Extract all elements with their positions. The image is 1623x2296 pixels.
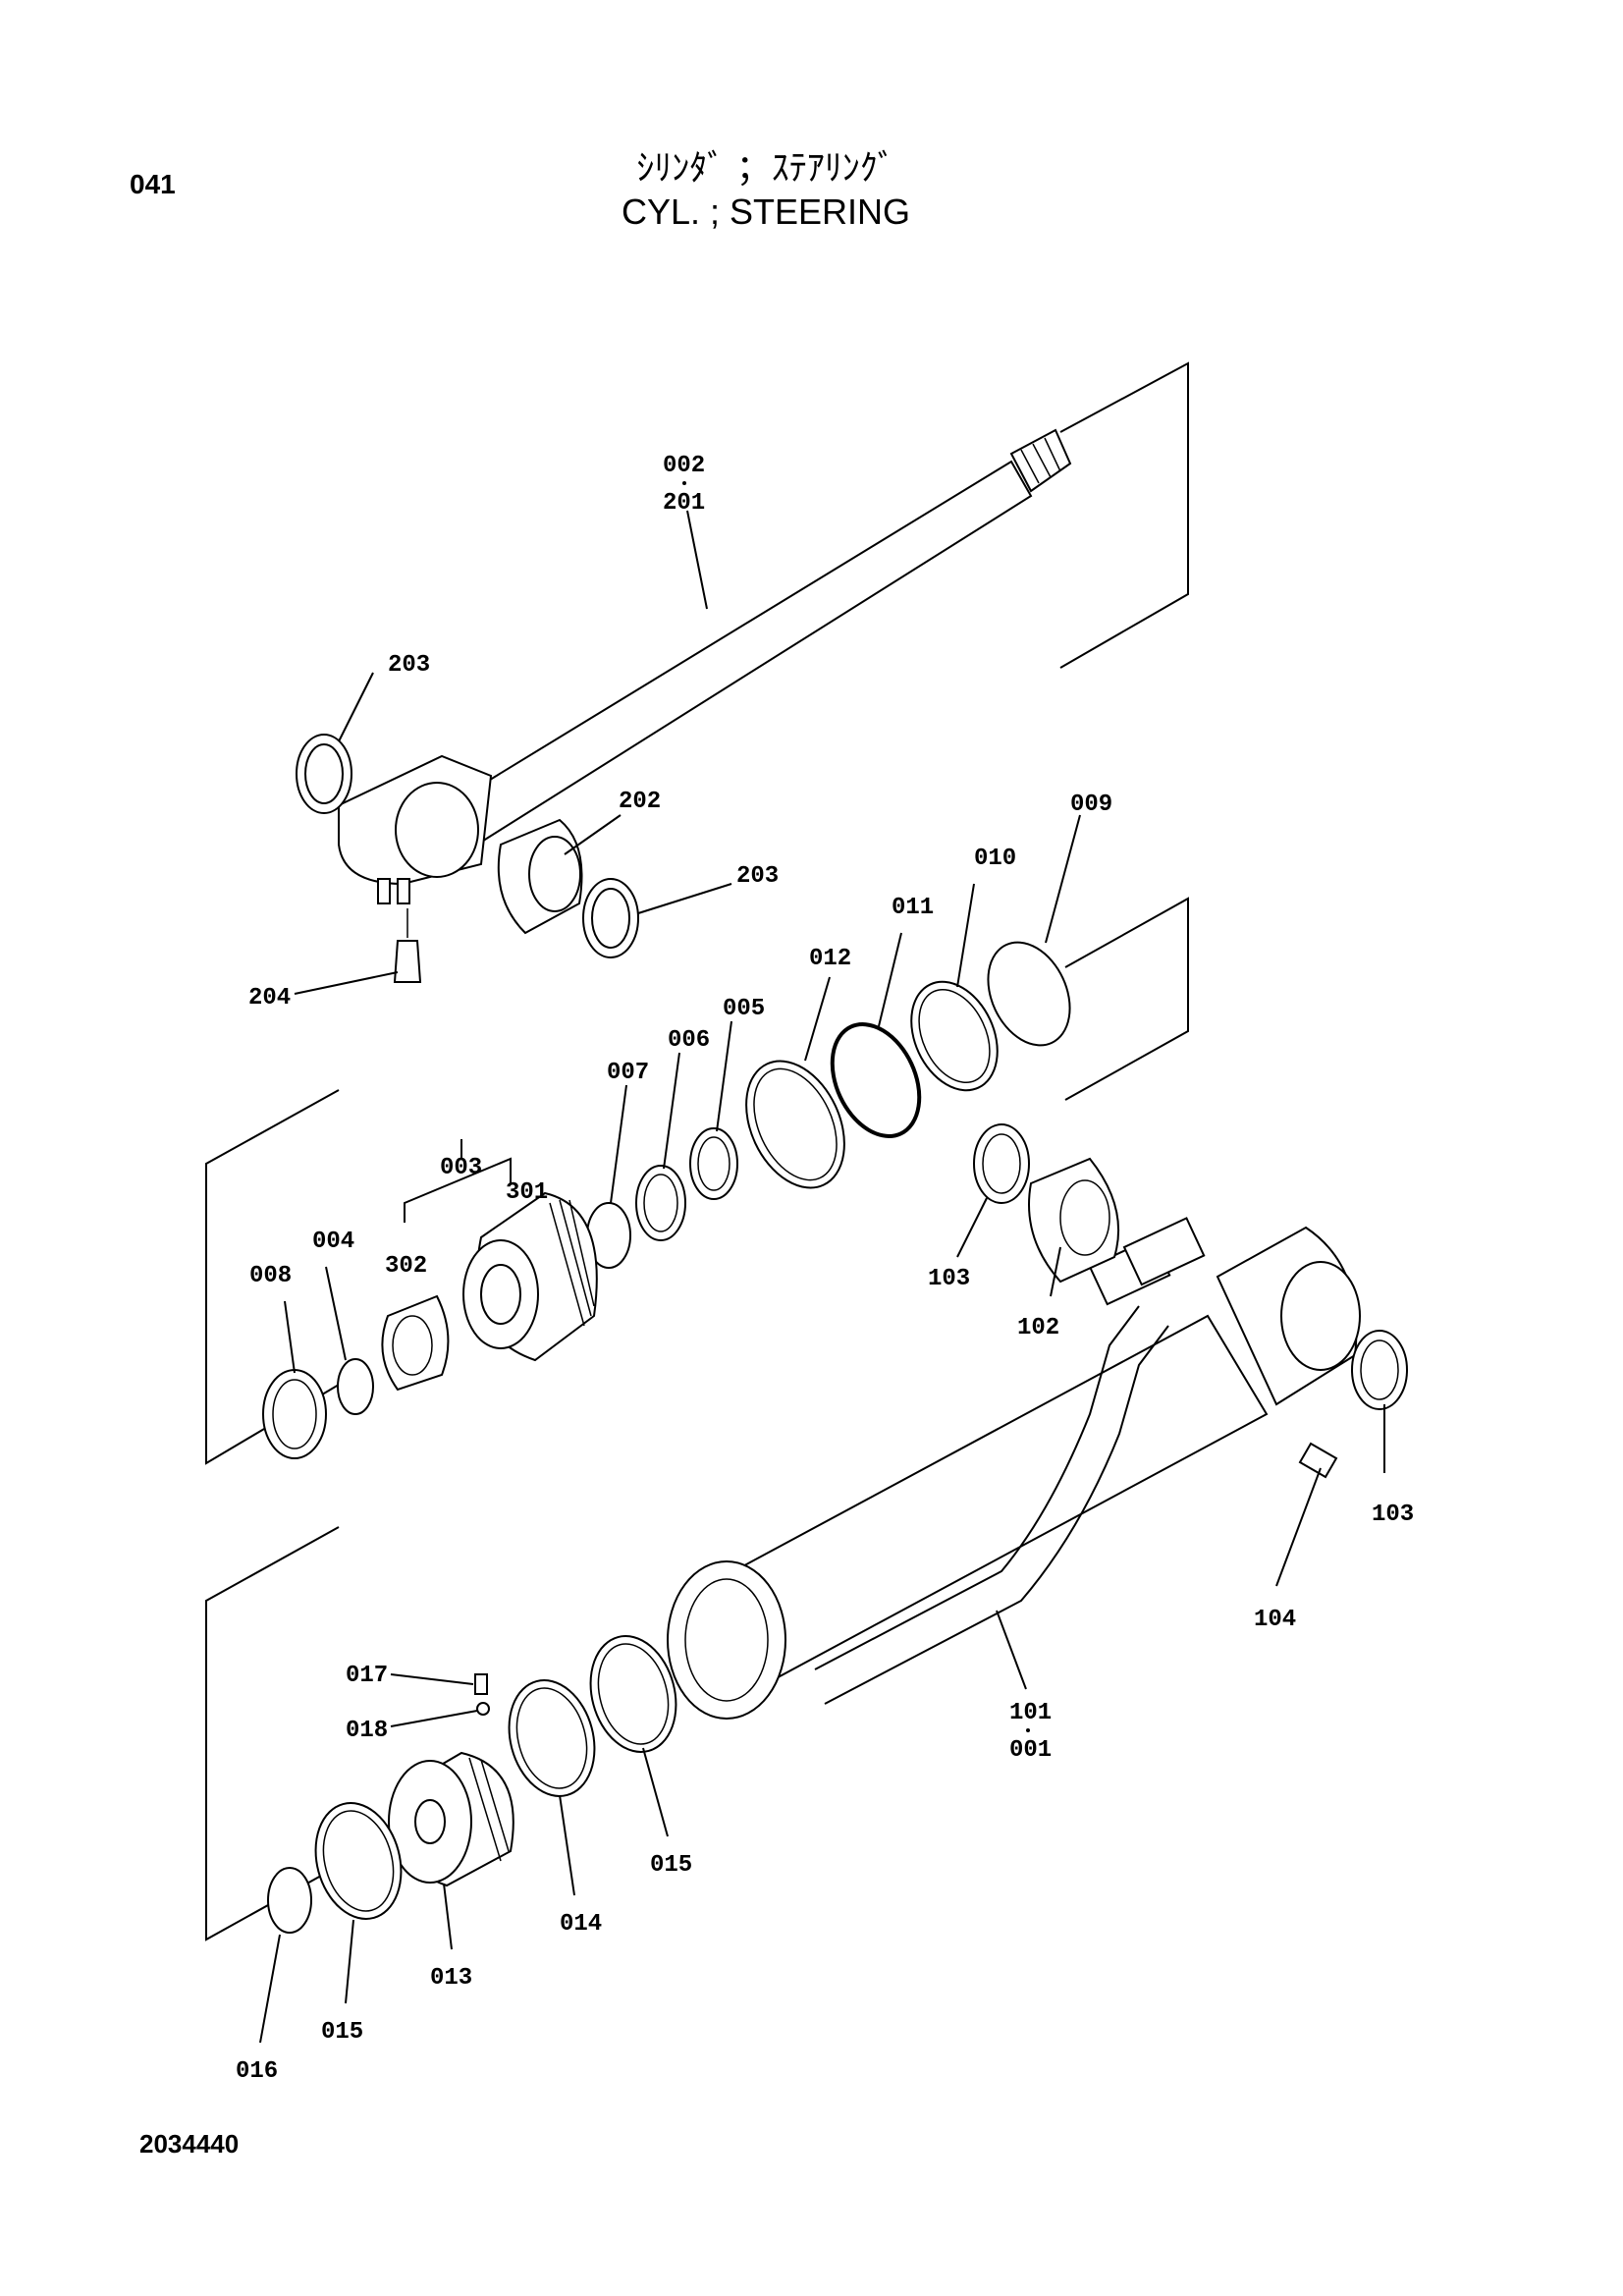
piston-assembly (205, 1526, 677, 1941)
label-002: 002 (663, 453, 705, 479)
label-010: 010 (974, 846, 1016, 872)
part-labels: 002 201 203 202 203 204 009 010 011 012 … (236, 453, 1414, 2085)
label-009: 009 (1070, 792, 1112, 818)
label-016: 016 (236, 2058, 278, 2085)
label-015-left: 015 (321, 2019, 363, 2046)
title-japanese: ｼﾘﾝﾀﾞ ；ｽﾃｱﾘﾝｸﾞ (636, 148, 895, 189)
label-005: 005 (723, 996, 765, 1022)
label-201: 201 (663, 490, 705, 517)
label-102: 102 (1017, 1315, 1059, 1341)
label-103-right: 103 (1372, 1502, 1414, 1528)
label-017: 017 (346, 1663, 388, 1689)
label-203-top: 203 (388, 652, 430, 679)
label-012: 012 (809, 946, 851, 972)
label-302: 302 (385, 1253, 427, 1280)
label-202: 202 (619, 789, 661, 815)
label-011: 011 (892, 895, 934, 921)
label-013: 013 (430, 1965, 472, 1992)
label-203-mid: 203 (736, 863, 779, 890)
label-101: 101 (1009, 1700, 1052, 1726)
label-001: 001 (1009, 1737, 1052, 1764)
label-008: 008 (249, 1263, 292, 1289)
title-english: CYL. ; STEERING (621, 191, 911, 232)
title-block: ｼﾘﾝﾀﾞ ；ｽﾃｱﾘﾝｸﾞ CYL. ; STEERING (511, 147, 1021, 234)
label-204: 204 (248, 985, 291, 1011)
cylinder-tube (667, 1217, 1408, 1720)
gland-assembly (205, 897, 1189, 1465)
label-007: 007 (607, 1060, 649, 1086)
label-104: 104 (1254, 1607, 1296, 1633)
label-103-left: 103 (928, 1266, 970, 1292)
leader-lines (259, 510, 1385, 2044)
label-004: 004 (312, 1229, 354, 1255)
label-301: 301 (506, 1179, 548, 1206)
tube-bushing (973, 1123, 1120, 1284)
label-014: 014 (560, 1911, 602, 1938)
label-006: 006 (668, 1027, 710, 1054)
label-003: 003 (440, 1155, 482, 1181)
label-015-right: 015 (650, 1852, 692, 1879)
label-018: 018 (346, 1718, 388, 1744)
document-number: 2034440 (139, 2129, 240, 2159)
page-number: 041 (130, 169, 176, 199)
rod-assembly (296, 361, 1189, 983)
